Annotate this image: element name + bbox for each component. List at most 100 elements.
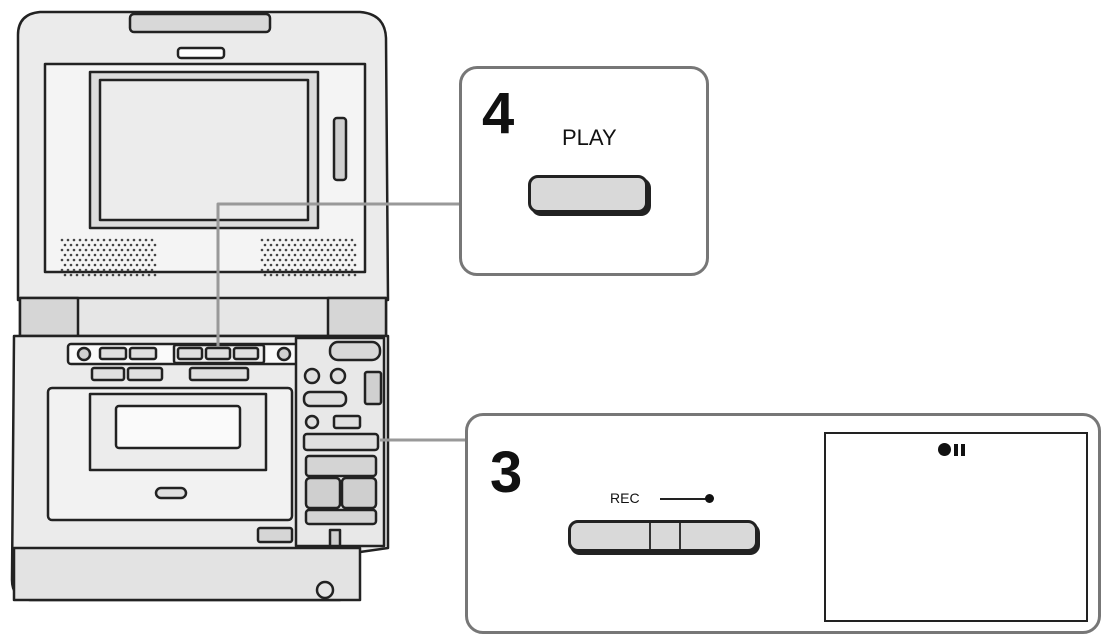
grille-dot xyxy=(332,238,336,242)
grille-dot xyxy=(314,268,318,272)
grille-dot xyxy=(75,263,79,267)
nav-button-4 xyxy=(304,414,320,430)
nav-button-5 xyxy=(332,414,362,430)
play-button[interactable] xyxy=(528,175,648,213)
grille-dot xyxy=(144,248,148,252)
grille-dot xyxy=(102,258,106,262)
cassette-latch xyxy=(154,486,188,500)
grille-dot xyxy=(317,273,321,277)
grille-dot xyxy=(147,273,151,277)
grille-dot xyxy=(117,253,121,257)
grille-dot xyxy=(75,253,79,257)
grille-dot xyxy=(138,258,142,262)
grille-dot xyxy=(147,243,151,247)
grille-dot xyxy=(123,263,127,267)
rec-button-divider xyxy=(649,523,651,549)
grille-dot xyxy=(69,253,73,257)
callout-step-4: 4 PLAY xyxy=(459,66,709,276)
side-switch xyxy=(363,370,383,406)
grille-dot xyxy=(105,273,109,277)
grille-dot xyxy=(338,268,342,272)
device-play-button xyxy=(204,346,232,361)
grille-dot xyxy=(138,248,142,252)
grille-dot xyxy=(329,273,333,277)
grille-dot xyxy=(114,258,118,262)
grille-dot xyxy=(93,273,97,277)
grille-dot xyxy=(111,263,115,267)
grille-dot xyxy=(320,268,324,272)
nav-button-1 xyxy=(303,367,321,385)
grille-dot xyxy=(153,243,157,247)
grille-dot xyxy=(150,248,154,252)
grille-dot xyxy=(69,243,73,247)
grille-dot xyxy=(347,273,351,277)
grille-dot xyxy=(111,253,115,257)
grille-dot xyxy=(290,238,294,242)
grille-dot xyxy=(308,248,312,252)
grille-dot xyxy=(66,248,70,252)
grille-dot xyxy=(317,263,321,267)
grille-dot xyxy=(63,253,67,257)
grille-dot xyxy=(326,268,330,272)
rec-button[interactable] xyxy=(568,520,758,552)
grille-dot xyxy=(93,253,97,257)
grille-dot xyxy=(353,243,357,247)
grille-dot xyxy=(153,253,157,257)
grille-dot xyxy=(75,273,79,277)
grille-dot xyxy=(126,258,130,262)
grille-dot xyxy=(63,243,67,247)
grille-dot xyxy=(305,243,309,247)
grille-dot xyxy=(96,238,100,242)
grille-dot xyxy=(81,273,85,277)
grille-dot xyxy=(135,263,139,267)
grille-dot xyxy=(150,238,154,242)
grille-dot xyxy=(126,248,130,252)
grille-dot xyxy=(87,263,91,267)
grille-dot xyxy=(84,238,88,242)
grille-dot xyxy=(111,273,115,277)
body-base xyxy=(12,546,362,602)
grille-dot xyxy=(305,263,309,267)
control-knob-left xyxy=(76,346,92,362)
grille-dot xyxy=(311,263,315,267)
transport-pad-right xyxy=(340,476,378,510)
grille-dot xyxy=(269,253,273,257)
control-button-a xyxy=(98,346,128,361)
grille-dot xyxy=(69,263,73,267)
grille-dot xyxy=(344,268,348,272)
grille-dot xyxy=(275,273,279,277)
grille-dot xyxy=(66,268,70,272)
grille-dot xyxy=(144,238,148,242)
control-button-g xyxy=(188,366,250,382)
grille-dot xyxy=(299,253,303,257)
control-knob-right xyxy=(276,346,292,362)
grille-dot xyxy=(287,263,291,267)
grille-dot xyxy=(335,273,339,277)
grille-dot xyxy=(81,253,85,257)
grille-dot xyxy=(272,248,276,252)
grille-dot xyxy=(287,243,291,247)
transport-pad-top xyxy=(304,454,378,478)
grille-dot xyxy=(132,258,136,262)
grille-dot xyxy=(81,263,85,267)
grille-dot xyxy=(347,253,351,257)
grille-dot xyxy=(108,238,112,242)
device-rec-button xyxy=(302,432,380,452)
grille-dot xyxy=(132,238,136,242)
grille-dot xyxy=(90,238,94,242)
control-button-e xyxy=(90,366,126,382)
grille-dot xyxy=(326,248,330,252)
grille-dot xyxy=(260,258,264,262)
grille-dot xyxy=(272,258,276,262)
grille-dot xyxy=(317,253,321,257)
lcd-display xyxy=(824,432,1088,622)
grille-dot xyxy=(123,243,127,247)
grille-dot xyxy=(102,238,106,242)
grille-dot xyxy=(314,258,318,262)
grille-dot xyxy=(299,273,303,277)
grille-dot xyxy=(99,253,103,257)
grille-dot xyxy=(323,263,327,267)
grille-dot xyxy=(84,258,88,262)
grille-dot xyxy=(284,268,288,272)
